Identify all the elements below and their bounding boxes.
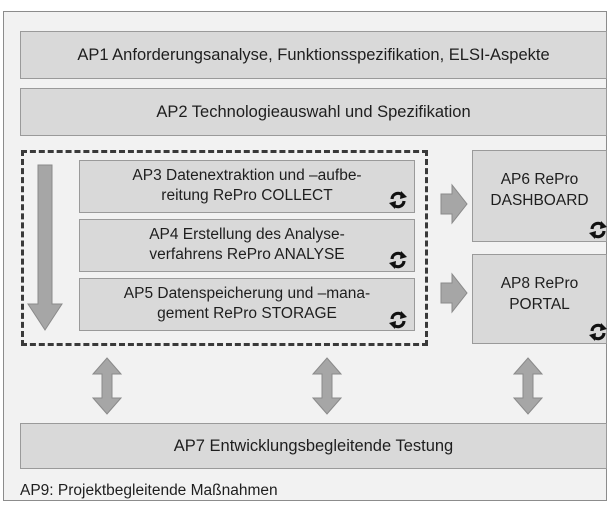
ap6-line2: DASHBOARD bbox=[490, 192, 589, 209]
double-arrow-middle bbox=[311, 357, 343, 415]
right-arrow-ap6 bbox=[440, 183, 468, 225]
ap8-line2: PORTAL bbox=[509, 296, 570, 313]
ap8-line1: AP8 RePro bbox=[500, 275, 579, 292]
ap6-line1: AP6 RePro bbox=[500, 171, 579, 188]
down-arrow bbox=[27, 164, 63, 331]
ap4-line1: AP4 Erstellung des Analyse- bbox=[149, 226, 345, 243]
refresh-cycle-icon bbox=[389, 191, 407, 209]
ap2-label: AP2 Technologieauswahl und Spezifikation bbox=[156, 102, 471, 121]
dashed-group bbox=[21, 150, 428, 346]
ap3-line1: AP3 Datenextraktion und –aufbe- bbox=[132, 167, 362, 184]
ap1-box: AP1 Anforderungsanalyse, Funktionsspezif… bbox=[20, 31, 607, 79]
ap8-box: AP8 RePro PORTAL bbox=[472, 254, 607, 344]
ap3-box: AP3 Datenextraktion und –aufbe- reitung … bbox=[79, 160, 415, 213]
ap4-line2: verfahrens RePro ANALYSE bbox=[149, 246, 345, 263]
ap9-label: AP9: Projektbegleitende Maßnahmen bbox=[20, 482, 278, 499]
ap7-label: AP7 Entwicklungsbegleitende Testung bbox=[173, 436, 454, 455]
ap5-line1: AP5 Datenspeicherung und –mana- bbox=[123, 285, 371, 302]
ap2-box: AP2 Technologieauswahl und Spezifikation bbox=[20, 88, 607, 136]
ap5-box: AP5 Datenspeicherung und –mana- gement R… bbox=[79, 278, 415, 331]
refresh-cycle-icon bbox=[389, 311, 407, 329]
ap3-line2: reitung RePro COLLECT bbox=[161, 187, 333, 204]
ap6-box: AP6 RePro DASHBOARD bbox=[472, 150, 607, 242]
refresh-cycle-icon bbox=[389, 251, 407, 269]
ap7-box: AP7 Entwicklungsbegleitende Testung bbox=[20, 423, 607, 469]
double-arrow-left bbox=[91, 357, 123, 415]
right-arrow-ap8 bbox=[440, 272, 468, 314]
ap1-label: AP1 Anforderungsanalyse, Funktionsspezif… bbox=[77, 45, 550, 64]
ap5-line2: gement RePro STORAGE bbox=[157, 305, 337, 322]
double-arrow-right bbox=[512, 357, 544, 415]
refresh-cycle-icon bbox=[589, 221, 607, 239]
refresh-cycle-icon bbox=[589, 323, 607, 341]
ap4-box: AP4 Erstellung des Analyse- verfahrens R… bbox=[79, 219, 415, 272]
